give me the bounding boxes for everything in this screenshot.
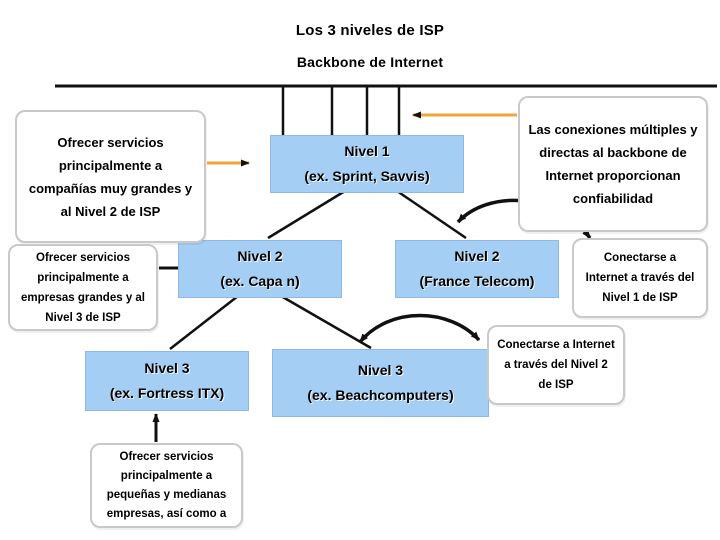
callout-backbone-reliability-text: Las conexiones múltiples y directas al b… [528,122,698,206]
node-nivel-1-title: Nivel 1 [344,143,390,159]
callout-connect-via-tier2-text: Conectarse a Internet a través del Nivel… [497,339,615,391]
node-nivel-3-left: Nivel 3 (ex. Fortress ITX) [85,351,249,411]
node-nivel-1: Nivel 1 (ex. Sprint, Savvis) [270,135,464,193]
callout-backbone-reliability: Las conexiones múltiples y directas al b… [518,96,708,232]
node-nivel-2-right-example: (France Telecom) [419,273,535,289]
node-nivel-3-right-title: Nivel 3 [357,362,404,378]
callout-tier2-role: Ofrecer servicios principalmente a empre… [8,244,158,331]
link-nivel1-nivel2-right [396,189,467,240]
node-nivel-2-left: Nivel 2 (ex. Capa n) [178,240,342,298]
node-nivel-2-left-example: (ex. Capa n) [220,273,300,289]
link-nivel2-nivel3-left [169,295,239,350]
node-nivel-3-right: Nivel 3 (ex. Beachcomputers) [272,349,489,417]
node-nivel-1-example: (ex. Sprint, Savvis) [304,168,430,184]
node-nivel-2-left-title: Nivel 2 [237,248,283,264]
link-nivel2-nivel3-right [280,294,372,350]
node-nivel-2-right: Nivel 2 (France Telecom) [395,240,559,298]
connect-tier2-curve-arrow [358,313,481,344]
callout-tier3-role: Ofrecer servicios principalmente a peque… [90,443,243,528]
node-nivel-2-right-title: Nivel 2 [454,248,500,264]
callout-tier1-role: Ofrecer servicios principalmente a compa… [15,110,206,243]
backbone-label: Backbone de Internet [296,54,444,70]
node-nivel-3-left-example: (ex. Fortress ITX) [109,385,225,401]
slide-title: Los 3 niveles de ISP [295,22,445,39]
callout-tier2-role-text: Ofrecer servicios principalmente a empre… [20,251,145,324]
callout-connect-via-tier2: Conectarse a Internet a través del Nivel… [487,325,625,405]
callout-tier1-role-text: Ofrecer servicios principalmente a compa… [28,134,193,219]
link-nivel1-nivel2-left [267,189,346,240]
callout-connect-via-tier1: Conectarse a Internet a través del Nivel… [572,238,708,318]
node-nivel-3-left-title: Nivel 3 [144,360,190,376]
node-nivel-3-right-example: (ex. Beachcomputers) [307,387,454,403]
callout-connect-via-tier1-text: Conectarse a Internet a través del Nivel… [585,252,695,304]
callout-tier3-role-text: Ofrecer servicios principalmente a peque… [106,450,227,520]
